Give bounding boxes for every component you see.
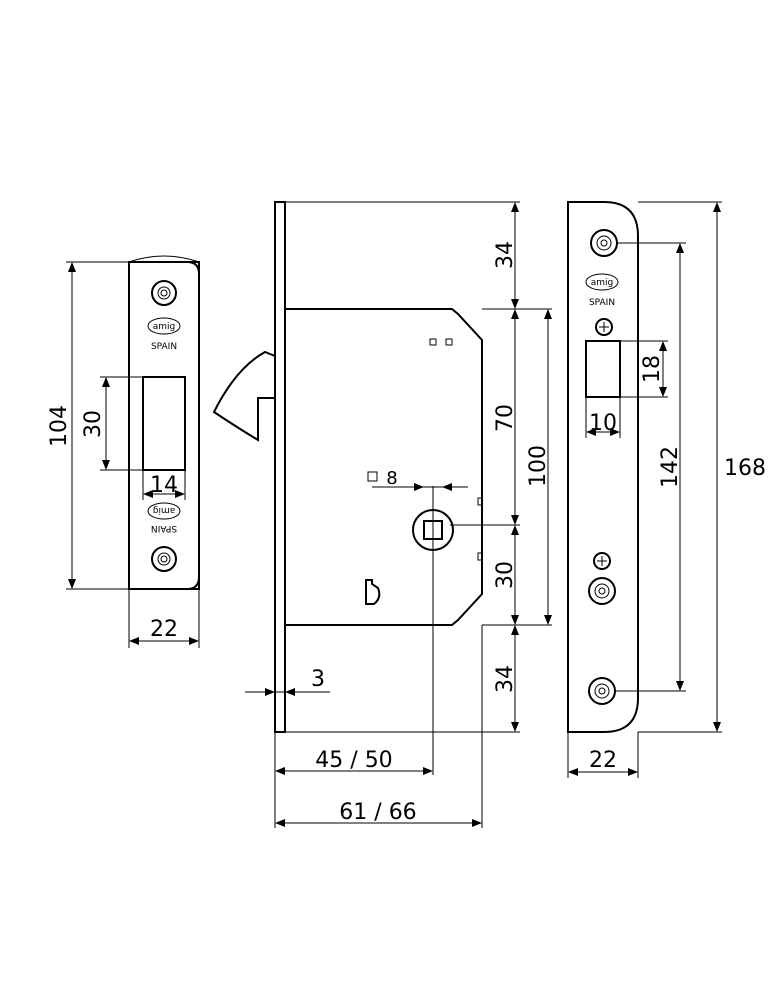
dim-top-offset: 34 [493, 241, 518, 269]
origin-label-top: SPAIN [151, 342, 177, 352]
strike-plate: amig SPAIN amig SPAIN 104 30 [47, 255, 200, 648]
brand-logo-bottom: amig SPAIN [147, 502, 181, 533]
brand-logo: amig [585, 273, 619, 291]
latch-opening [142, 376, 186, 471]
screw-hole-icon [588, 577, 616, 605]
lock-case [285, 308, 483, 626]
origin-label: SPAIN [589, 298, 615, 308]
screw-hole-icon [151, 546, 177, 572]
cam-slot [365, 579, 381, 605]
faceplate: amig SPAIN 18 [567, 201, 766, 778]
dim-bottom-offset: 34 [493, 665, 518, 693]
dim-spindle-offset: 70 [493, 404, 518, 432]
dim-lower-offset: 30 [493, 561, 518, 589]
cross-screw-icon [593, 552, 611, 570]
dim-faceplate-thickness: 3 [311, 667, 325, 692]
dim-body-depth: 61 / 66 [339, 800, 416, 825]
svg-text:amig: amig [153, 322, 176, 332]
svg-text:SPAIN: SPAIN [151, 523, 177, 533]
faceplate-outline [567, 201, 639, 733]
dim-latch-height: 18 [640, 355, 665, 383]
dim-strike-width: 22 [150, 617, 178, 642]
screw-hole-icon [151, 280, 177, 306]
dim-strike-height: 104 [47, 405, 72, 447]
dim-screw-spacing: 142 [658, 446, 683, 488]
svg-text:amig: amig [591, 278, 614, 288]
faceplate-edge [274, 201, 286, 733]
latch-window [585, 340, 621, 398]
dim-faceplate-width: 22 [589, 748, 617, 773]
dim-total-height: 168 [724, 456, 766, 481]
dim-body-height: 100 [526, 445, 551, 487]
dim-strike-opening-height: 30 [81, 410, 106, 438]
dim-latch-width: 10 [589, 411, 617, 436]
screw-hole-icon [588, 677, 616, 705]
svg-text:amig: amig [153, 505, 176, 515]
brand-logo-top: amig [147, 317, 181, 335]
hook-bolt [212, 350, 276, 442]
screw-hole-icon [590, 229, 618, 257]
dim-backset: 45 / 50 [315, 748, 392, 773]
lock-body: 8 34 70 30 34 100 3 [212, 201, 552, 828]
strike-plate-outline [128, 261, 200, 590]
dim-strike-opening-width: 14 [150, 473, 178, 498]
dim-spindle: 8 [386, 468, 397, 489]
cross-screw-icon [595, 318, 613, 336]
